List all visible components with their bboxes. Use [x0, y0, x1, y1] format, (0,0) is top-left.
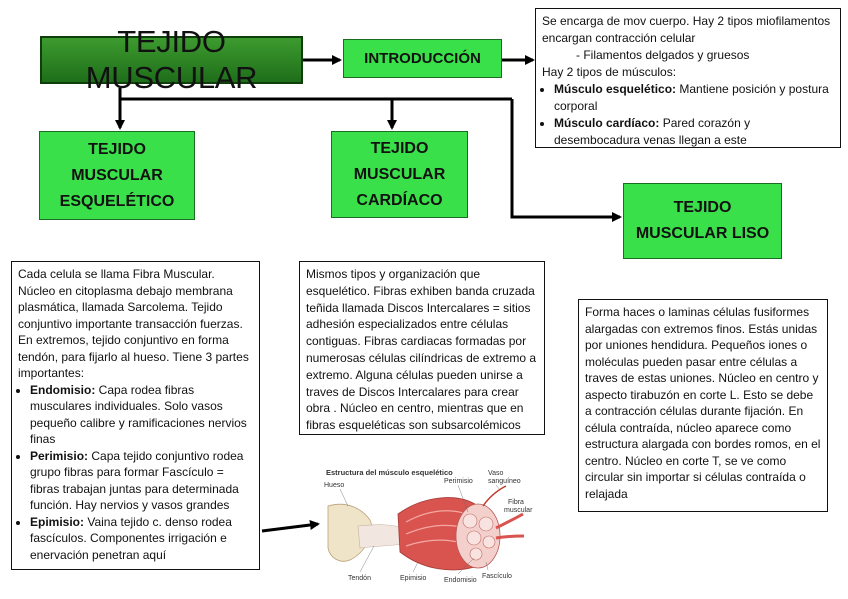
label-perimisio: Perimisio — [444, 478, 473, 485]
node-label-line: TEJIDO — [673, 199, 732, 216]
node-label-line: MUSCULAR — [353, 165, 446, 183]
label-fasciculo: Fascículo — [482, 573, 512, 580]
label-epimisio: Epimisio — [400, 575, 427, 582]
skeletal-muscle-figure: Estructura del músculo esquelético Hueso… — [324, 468, 533, 584]
label-vaso-2: sanguíneo — [488, 478, 521, 485]
label-hueso: Hueso — [324, 482, 344, 489]
list-item: Músculo cardíaco: Pared corazón y desemb… — [554, 115, 834, 149]
node-esqueletico: TEJIDO MUSCULAR ESQUELÉTICO — [39, 131, 195, 220]
cardiaco-text: Mismos tipos y organización que esquelét… — [306, 267, 537, 433]
intro-sub: - Filamentos delgados y gruesos — [576, 48, 750, 62]
liso-description: Forma haces o laminas células fusiformes… — [578, 299, 828, 512]
node-label-line: TEJIDO — [370, 139, 429, 157]
list-item: Perimisio: Capa tejido conjuntivo rodea … — [30, 448, 253, 514]
figure-title: Estructura del músculo esquelético — [326, 468, 453, 477]
node-label-line: ESQUELÉTICO — [59, 192, 175, 210]
node-label-line: MUSCULAR — [71, 166, 163, 184]
node-tejido-muscular: TEJIDO MUSCULAR — [40, 24, 303, 95]
arrow-text-figure — [261, 520, 320, 533]
list-item: Endomisio: Capa rodea fibras musculares … — [30, 382, 253, 448]
label-endomisio: Endomisio — [444, 577, 477, 584]
list-item: Músculo esquelético: Mantiene posición y… — [554, 81, 834, 115]
node-liso: TEJIDO MUSCULAR LISO — [623, 183, 782, 259]
label-vaso-1: Vaso — [488, 470, 504, 477]
intro-description: Se encarga de mov cuerpo. Hay 2 tipos mi… — [535, 8, 841, 148]
esqueletico-list: Endomisio: Capa rodea fibras musculares … — [18, 382, 253, 564]
intro-line: Se encarga de mov cuerpo. Hay 2 tipos mi… — [542, 14, 831, 45]
node-introduccion: INTRODUCCIÓN — [343, 39, 502, 78]
tendon-shape — [357, 524, 405, 549]
node-label-line: CARDÍACO — [356, 191, 443, 209]
node-cardiaco: TEJIDO MUSCULAR CARDÍACO — [331, 131, 468, 218]
esqueletico-intro: Cada celula se llama Fibra Muscular. Núc… — [18, 267, 249, 380]
node-label: TEJIDO MUSCULAR — [85, 24, 258, 95]
list-item: Epimisio: Vaina tejido c. denso rodea fa… — [30, 514, 253, 564]
intro-list: Músculo esquelético: Mantiene posición y… — [542, 81, 834, 149]
label-fibra-1: Fibra — [508, 499, 524, 506]
connector-bus-liso — [510, 99, 610, 219]
esqueletico-description: Cada celula se llama Fibra Muscular. Núc… — [11, 261, 260, 570]
label-tendon: Tendón — [348, 575, 371, 582]
node-label-line: MUSCULAR LISO — [635, 225, 770, 242]
label-fibra-2: muscular — [504, 507, 533, 514]
liso-text: Forma haces o laminas células fusiformes… — [585, 305, 821, 501]
cardiaco-description: Mismos tipos y organización que esquelét… — [299, 261, 545, 435]
intro-line: Hay 2 tipos de músculos: — [542, 65, 677, 79]
node-label-line: TEJIDO — [88, 140, 146, 158]
node-label: INTRODUCCIÓN — [364, 50, 481, 67]
